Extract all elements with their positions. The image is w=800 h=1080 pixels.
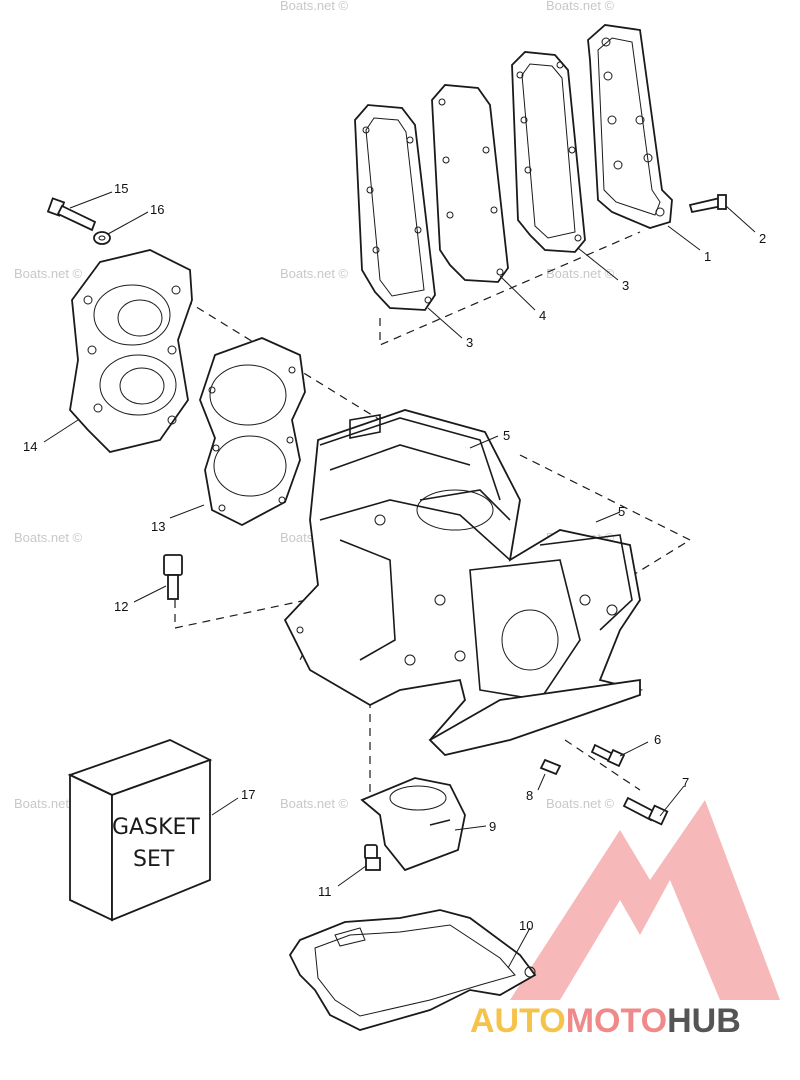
callout-9: 9 (489, 819, 496, 834)
gasket-set-text-line1: GASKET (112, 815, 200, 840)
part-7-bolt (622, 796, 669, 826)
svg-text:AUTOMOTOHUB: AUTOMOTOHUB (470, 1002, 741, 1040)
callout-7: 7 (682, 775, 689, 790)
part-15-bolt (46, 197, 97, 232)
callouts: 1 2 3 3 4 5 5 6 7 8 9 10 11 12 13 14 15 … (23, 181, 766, 933)
part-8-dowel-pin (539, 758, 562, 776)
callout-8: 8 (526, 788, 533, 803)
callout-10: 10 (519, 918, 533, 933)
watermark: Boats.net © (14, 796, 83, 811)
logo-mark-icon (510, 800, 780, 1000)
part-12-bolt (163, 554, 183, 600)
watermark: Boats.net © (280, 796, 349, 811)
part-3-gasket-front (354, 104, 436, 311)
part-17-gasket-set-box: GASKET SET (67, 739, 213, 922)
part-6-screw (590, 743, 626, 768)
leader-lines (43, 191, 756, 969)
part-10-gasket (288, 909, 537, 1031)
logo-mark-inner-icon (560, 880, 720, 1000)
part-14-cylinder-head (69, 249, 193, 453)
watermark: Boats.net © (280, 0, 349, 13)
callout-11: 11 (318, 884, 332, 899)
part-13-head-gasket (199, 337, 306, 527)
logo-text-moto: MOTO (566, 1002, 667, 1040)
watermark: Boats.net © (546, 266, 615, 281)
part-5-cylinder-block (283, 409, 644, 756)
callout-15: 15 (114, 181, 128, 196)
callout-2: 2 (759, 231, 766, 246)
gasket-set-text-line2: SET (133, 847, 175, 872)
part-1-cover (587, 24, 673, 229)
callout-5: 5 (618, 504, 625, 519)
logo-text-auto: AUTO (470, 1002, 566, 1040)
part-16-washer (93, 231, 111, 245)
callout-16: 16 (150, 202, 164, 217)
callout-12: 12 (114, 599, 128, 614)
callout-13: 13 (151, 519, 165, 534)
watermark: Boats.net © (14, 530, 83, 545)
callout-1: 1 (704, 249, 711, 264)
logo-text-hub: HUB (667, 1002, 741, 1040)
callout-3: 3 (622, 278, 629, 293)
callout-3: 3 (466, 335, 473, 350)
part-9-cover (360, 777, 466, 872)
part-3-gasket-rear (511, 51, 586, 253)
callout-4: 4 (539, 308, 546, 323)
callout-14: 14 (23, 439, 37, 454)
part-4-plate (431, 84, 509, 283)
watermark: Boats.net © (546, 796, 615, 811)
callout-17: 17 (241, 787, 255, 802)
automotohub-logo: AUTOMOTOHUB (470, 800, 780, 1040)
part-2-screw (688, 194, 727, 214)
callout-5: 5 (503, 428, 510, 443)
watermark: Boats.net © (14, 266, 83, 281)
watermark: Boats.net © (280, 266, 349, 281)
watermark: Boats.net © (546, 0, 615, 13)
callout-6: 6 (654, 732, 661, 747)
part-11-screw (364, 844, 381, 871)
